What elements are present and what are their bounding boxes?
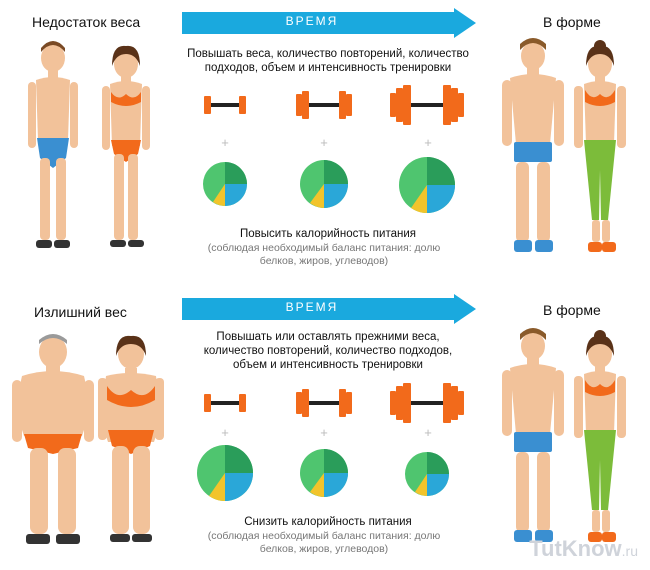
in-shape-label-top: В форме — [543, 14, 601, 30]
training-text-top: Повышать веса, количество повторений, ко… — [187, 48, 469, 74]
underweight-man-figure — [28, 41, 78, 248]
fit-woman-figure-top — [574, 40, 626, 252]
plus-sign: + — [424, 425, 432, 440]
nutrition-pie-small-icon — [203, 162, 247, 206]
underweight-label: Недостаток веса — [32, 14, 141, 30]
dumbbell-large-icon — [390, 85, 464, 125]
plus-sign: + — [424, 135, 432, 150]
fit-man-figure-top — [502, 38, 564, 252]
watermark-tld: .ru — [621, 543, 638, 559]
nutrition-pie-large-icon — [399, 157, 455, 214]
dumbbell-medium-icon — [296, 91, 352, 119]
time-arrow-text: ВРЕМЯ — [285, 300, 339, 314]
overweight-man-figure — [12, 334, 94, 544]
arrow-icon — [182, 294, 476, 324]
dumbbell-medium-icon — [296, 389, 352, 417]
nutrition-pie-medium-icon — [300, 449, 348, 497]
underweight-woman-figure — [102, 45, 150, 247]
nutrition-note-bottom: (соблюдая необходимый баланс питания: до… — [207, 530, 441, 555]
fit-woman-figure-bottom — [574, 330, 626, 542]
watermark-logo: TutKnow.ru — [529, 536, 638, 562]
fit-man-figure-bottom — [502, 328, 564, 542]
nutrition-title-top: Повысить калорийность питания — [240, 228, 416, 240]
overweight-label: Излишний вес — [34, 304, 127, 320]
nutrition-pie-small-icon — [405, 452, 449, 496]
nutrition-pie-medium-icon — [300, 160, 348, 208]
nutrition-title-bottom: Снизить калорийность питания — [244, 516, 412, 528]
nutrition-note-top: (соблюдая необходимый баланс питания: до… — [207, 242, 441, 267]
watermark-brand: TutKnow — [529, 536, 622, 561]
time-arrow-text: ВРЕМЯ — [285, 14, 339, 28]
arrow-icon — [182, 8, 476, 38]
plus-sign: + — [221, 425, 229, 440]
time-arrow-bottom: ВРЕМЯ — [182, 294, 476, 324]
overweight-woman-figure — [98, 335, 164, 542]
dumbbell-small-icon — [204, 96, 246, 114]
nutrition-pie-large-icon — [197, 445, 253, 502]
training-text-bottom: Повышать или оставлять прежними веса, ко… — [203, 331, 453, 371]
plus-sign: + — [221, 135, 229, 150]
time-arrow-top: ВРЕМЯ — [182, 8, 476, 38]
in-shape-label-bottom: В форме — [543, 302, 601, 318]
plus-sign: + — [320, 425, 328, 440]
dumbbell-small-icon — [204, 394, 246, 412]
plus-sign: + — [320, 135, 328, 150]
dumbbell-large-icon — [390, 383, 464, 423]
